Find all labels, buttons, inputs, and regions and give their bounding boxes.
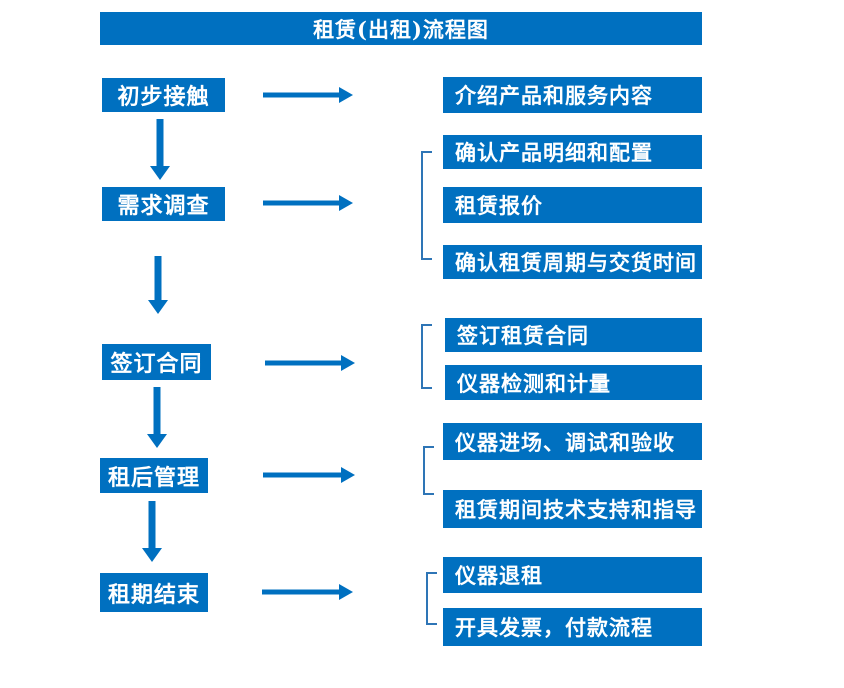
detail-box-invoice-payment: 开具发票，付款流程 — [443, 608, 702, 646]
right-arrow-2 — [263, 195, 353, 211]
arrow-shaft — [262, 589, 339, 595]
down-arrow-4 — [142, 501, 162, 562]
arrow-head-icon — [339, 87, 353, 103]
right-arrow-1 — [263, 87, 353, 103]
right-arrow-3 — [265, 355, 355, 371]
step-box-demand-survey: 需求调查 — [102, 187, 225, 221]
step-box-post-rental-management: 租后管理 — [100, 458, 208, 493]
down-arrow-2 — [148, 256, 168, 314]
arrow-shaft — [154, 256, 162, 300]
group-bracket-rental-end — [426, 572, 437, 625]
step-box-sign-contract: 签订合同 — [102, 344, 211, 380]
step-box-initial-contact: 初步接触 — [102, 78, 225, 112]
detail-box-technical-support: 租赁期间技术支持和指导 — [443, 490, 702, 528]
flowchart-title: 租赁(出租)流程图 — [100, 12, 702, 45]
arrow-shaft — [156, 119, 164, 166]
arrow-shaft — [148, 501, 156, 548]
detail-box-confirm-period-delivery: 确认租赁周期与交货时间 — [443, 245, 702, 279]
right-arrow-4 — [263, 467, 355, 483]
arrow-head-icon — [150, 166, 170, 180]
arrow-head-icon — [147, 434, 167, 448]
arrow-shaft — [265, 360, 341, 366]
arrow-shaft — [263, 472, 341, 478]
down-arrow-1 — [150, 119, 170, 180]
detail-box-introduce-products: 介绍产品和服务内容 — [443, 77, 702, 113]
arrow-head-icon — [339, 584, 353, 600]
right-arrow-5 — [262, 584, 353, 600]
arrow-head-icon — [339, 195, 353, 211]
detail-box-instrument-setup-acceptance: 仪器进场、调试和验收 — [443, 423, 702, 460]
group-bracket-sign-contract — [421, 324, 432, 389]
arrow-head-icon — [148, 300, 168, 314]
arrow-shaft — [263, 200, 339, 206]
detail-box-confirm-product-config: 确认产品明细和配置 — [443, 135, 702, 169]
arrow-shaft — [263, 92, 339, 98]
detail-box-instrument-return: 仪器退租 — [443, 557, 702, 593]
arrow-head-icon — [142, 548, 162, 562]
detail-box-instrument-testing: 仪器检测和计量 — [445, 365, 702, 400]
down-arrow-3 — [147, 387, 167, 448]
arrow-head-icon — [341, 355, 355, 371]
group-bracket-demand-survey — [421, 151, 432, 260]
detail-box-rental-quotation: 租赁报价 — [443, 187, 702, 223]
step-box-rental-end: 租期结束 — [100, 573, 208, 612]
detail-box-sign-rental-contract: 签订租赁合同 — [445, 318, 702, 352]
arrow-shaft — [153, 387, 161, 434]
group-bracket-post-rental — [423, 446, 434, 495]
arrow-head-icon — [341, 467, 355, 483]
